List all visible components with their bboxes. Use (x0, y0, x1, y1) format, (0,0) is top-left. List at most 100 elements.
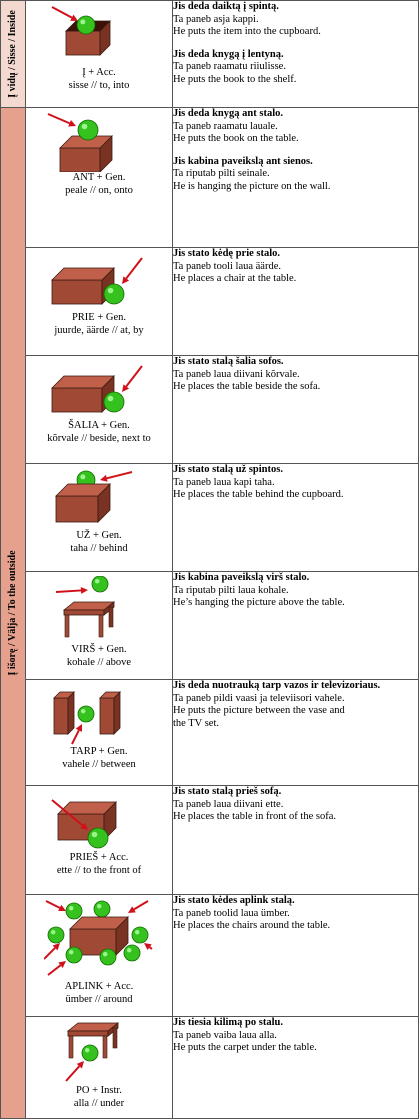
english-sentence: He places the table behind the cupboard. (173, 489, 344, 500)
estonian-sentence: Ta paneb raamatu lauale. (173, 120, 278, 132)
examples-cell: Jis stato stalą prieš sofą.Ta paneb laua… (172, 785, 419, 895)
lithuanian-sentence: Jis deda daiktą į spintą. (173, 1, 279, 12)
illustration-cell: APLINK + Acc.ümber // around (25, 894, 173, 1017)
estonian-sentence: Ta paneb asja kappi. (173, 13, 259, 25)
illustration-cell: ŠALIA + Gen.kõrvale // beside, next to (25, 355, 173, 464)
english-sentence: He places the table beside the sofa. (173, 381, 321, 392)
preposition-label: APLINK + Acc. (64, 981, 134, 992)
examples-cell: Jis deda knygą ant stalo.Ta paneb raamat… (172, 107, 419, 248)
ball-above-table-icon (55, 576, 116, 638)
box-inside-icon (51, 6, 111, 56)
illustration-cell: PRIEŠ + Acc.ette // to the front of (25, 785, 173, 895)
illustration-cell: VIRŠ + Gen.kohale // above (25, 571, 173, 680)
lithuanian-sentence: Jis deda knygą ant stalo. (173, 108, 283, 119)
ball-front-box-icon (51, 799, 117, 849)
lithuanian-sentence: Jis kabina paveikslą virš stalo. (173, 572, 310, 583)
example-block: Jis stato kėdes aplink stalą.Ta paneb to… (173, 895, 418, 933)
illustration-cell: ANT + Gen.peale // on, onto (25, 107, 173, 248)
preposition-label: ŠALIA + Gen. (68, 420, 130, 431)
example-block: Jis kabina paveikslą ant sienos.Ta riput… (173, 156, 418, 194)
english-sentence: He puts the book on the table. (173, 133, 299, 144)
balls-around-box-icon (44, 900, 153, 976)
ball-at-box-icon (51, 257, 143, 305)
estonian-sentence: Ta paneb toolid laua ümber. (173, 907, 290, 919)
example-block: Jis stato stalą prieš sofą.Ta paneb laua… (173, 786, 418, 824)
section-outside: Į išorę / Välja / To the outside (0, 107, 26, 1119)
preposition-translation: vahele // between (62, 758, 136, 770)
estonian-sentence: Ta paneb vaiba laua alla. (173, 1029, 277, 1041)
estonian-sentence: Ta paneb laua diivani ette. (173, 798, 284, 810)
preposition-translation: ette // to the front of (56, 864, 142, 876)
example-block: Jis deda knygą ant stalo.Ta paneb raamat… (173, 108, 418, 146)
examples-cell: Jis deda daiktą į spintą.Ta paneb asja k… (172, 0, 419, 108)
english-sentence: He puts the picture between the vase and (173, 705, 345, 716)
example-block: Jis kabina paveikslą virš stalo.Ta riput… (173, 572, 418, 610)
english-sentence: He places the table in front of the sofa… (173, 811, 336, 822)
illustration-cell: UŽ + Gen.taha // behind (25, 463, 173, 572)
english-sentence: He places the chairs around the table. (173, 920, 331, 931)
preposition-label: Į + Acc. (82, 67, 116, 78)
preposition-label: PRIEŠ + Acc. (69, 852, 129, 863)
illustration-cell: Į + Acc.sisse // to, into (25, 0, 173, 108)
lithuanian-sentence: Jis stato kėdes aplink stalą. (173, 895, 295, 906)
estonian-sentence: Ta paneb tooli laua äärde. (173, 260, 282, 272)
english-sentence: the TV set. (173, 717, 219, 729)
estonian-sentence: Ta paneb laua diivani kõrvale. (173, 368, 300, 380)
lithuanian-sentence: Jis stato stalą prieš sofą. (173, 786, 282, 797)
ball-beside-box-icon (51, 365, 143, 413)
estonian-sentence: Ta riputab pilti laua kohale. (173, 584, 289, 596)
preposition-translation: kõrvale // beside, next to (47, 432, 151, 444)
example-block: Jis stato stalą už spintos.Ta paneb laua… (173, 464, 418, 502)
preposition-label: ANT + Gen. (72, 172, 126, 183)
english-sentence: He puts the item into the cupboard. (173, 26, 321, 37)
examples-cell: Jis stato stalą šalia sofos.Ta paneb lau… (172, 355, 419, 464)
lithuanian-sentence: Jis kabina paveikslą ant sienos. (173, 155, 313, 167)
preposition-translation: juurde, äärde // at, by (54, 324, 144, 336)
illustration-cell: PRIE + Gen.juurde, äärde // at, by (25, 247, 173, 356)
estonian-sentence: Ta paneb raamatu riiulisse. (173, 61, 286, 72)
lithuanian-sentence: Jis stato kėdę prie stalo. (173, 248, 281, 259)
lithuanian-sentence: Jis tiesia kilimą po stalu. (173, 1017, 283, 1028)
ball-on-box-icon (47, 113, 113, 172)
table-row: Į išorę / Välja / To the outside ANT + Ge… (0, 107, 419, 1119)
english-sentence: He places a chair at the table. (173, 273, 297, 284)
english-sentence: He is hanging the picture on the wall. (173, 180, 331, 192)
lithuanian-sentence: Jis deda knygą į lentyną. (173, 48, 284, 60)
example-block: Jis stato stalą šalia sofos.Ta paneb lau… (173, 356, 418, 394)
section-inside: Į vidų / Sisse / Inside (0, 0, 26, 108)
preposition-translation: taha // behind (70, 542, 128, 554)
illustration-cell: TARP + Gen.vahele // between (25, 679, 173, 786)
examples-cell: Jis tiesia kilimą po stalu.Ta paneb vaib… (172, 1016, 419, 1119)
preposition-label: TARP + Gen. (70, 746, 128, 757)
lithuanian-sentence: Jis stato stalą šalia sofos. (173, 356, 284, 367)
section-label: Į išorę / Välja / To the outside (7, 550, 18, 676)
lithuanian-sentence: Jis stato stalą už spintos. (173, 464, 283, 475)
preposition-label: PO + Instr. (76, 1085, 122, 1096)
example-block: Jis deda daiktą į spintą.Ta paneb asja k… (173, 1, 418, 39)
preposition-translation: sisse // to, into (68, 79, 130, 91)
examples-cell: Jis stato kėdę prie stalo.Ta paneb tooli… (172, 247, 419, 356)
examples-cell: Jis stato stalą už spintos.Ta paneb laua… (172, 463, 419, 572)
examples-cell: Jis stato kėdes aplink stalą.Ta paneb to… (172, 894, 419, 1017)
ball-between-blocks-icon (53, 691, 121, 745)
examples-cell: Jis kabina paveikslą virš stalo.Ta riput… (172, 571, 419, 680)
preposition-label: UŽ + Gen. (76, 530, 122, 541)
estonian-sentence: Ta paneb pildi vaasi ja televiisori vahe… (173, 692, 345, 704)
estonian-sentence: Ta riputab pilti seinale. (173, 168, 270, 179)
english-sentence: He’s hanging the picture above the table… (173, 597, 345, 608)
example-block: Jis deda knygą į lentyną.Ta paneb raamat… (173, 49, 418, 87)
illustration-cell: PO + Instr.alla // under (25, 1016, 173, 1119)
example-block: Jis tiesia kilimą po stalu.Ta paneb vaib… (173, 1017, 418, 1055)
example-block: Jis deda nuotrauką tarp vazos ir televiz… (173, 680, 418, 730)
